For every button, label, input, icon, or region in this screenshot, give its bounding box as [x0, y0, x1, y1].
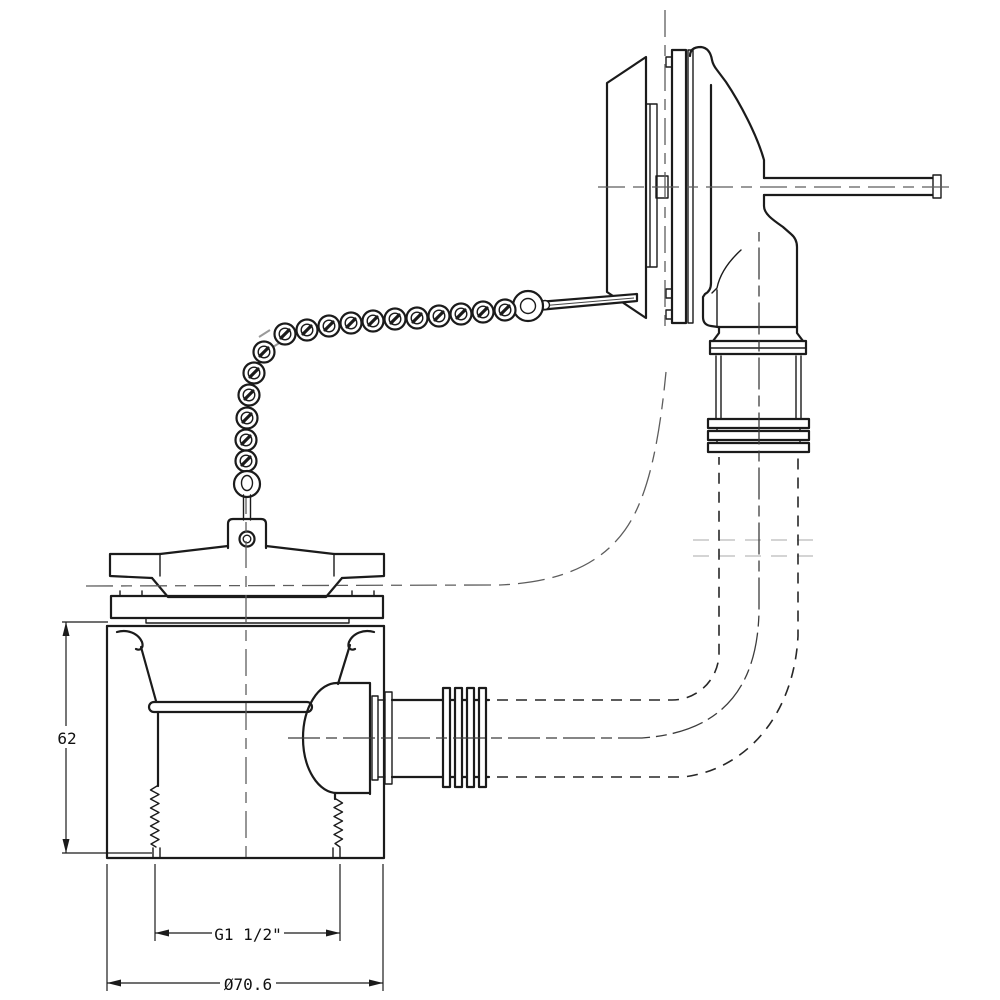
- dim-62-extension-lines: [62, 621, 152, 854]
- faceplate-inner-steps: [645, 103, 658, 268]
- funnel-slope-left: [139, 645, 158, 703]
- overflow-body-top-profile: [688, 45, 766, 180]
- chain-eyelet-top: [511, 289, 551, 323]
- rod-edges: [762, 176, 936, 197]
- chain-eyelet-bottom: [232, 469, 262, 521]
- chain-ball: [492, 297, 518, 323]
- bath-bottom-sweep-line: [85, 371, 667, 587]
- dim-62-arrow-top: [62, 622, 70, 636]
- chain-eyelet-top-hole: [519, 297, 537, 315]
- phantom-pipe-routing: [497, 457, 799, 778]
- pipe-centerline: [288, 232, 760, 739]
- plug-skirt: [150, 576, 344, 599]
- waste-body-outline: [105, 624, 386, 860]
- waste-flange-ticks: [119, 590, 375, 597]
- dim-thread-arrow-right: [326, 929, 340, 937]
- dim-thread-text-plate: [212, 921, 284, 944]
- dimension-thread-size: G1 1/2": [154, 864, 341, 944]
- funnel-curl-right: [347, 629, 376, 651]
- plug: [108, 517, 386, 599]
- chain-ball: [382, 306, 408, 332]
- funnel-slope-right: [336, 643, 352, 686]
- chain-ball: [426, 303, 452, 329]
- plug-lips: [108, 552, 386, 580]
- chain-ball: [251, 339, 277, 365]
- overflow-inner-arc: [711, 249, 742, 294]
- chain-ball: [233, 427, 259, 453]
- plug-screw-outer: [238, 530, 256, 548]
- chain-eyelet-bottom-hole: [240, 474, 254, 492]
- waste-threaded-tail: [149, 710, 344, 859]
- chain-ball: [316, 313, 342, 339]
- overflow-body: [688, 45, 799, 329]
- overflow-body-left-foot: [701, 281, 720, 329]
- dim-62-arrow-bottom: [62, 839, 70, 853]
- outlet-flange-gap-lines: [377, 699, 386, 778]
- dim-diameter-text: Ø70.6: [224, 975, 272, 994]
- funnel-curl-left: [115, 629, 144, 651]
- dim-diameter-arrow-right: [369, 979, 383, 987]
- chain-ball: [234, 405, 260, 431]
- centerlines: [85, 10, 952, 858]
- funnel-seal-bar: [147, 700, 314, 714]
- tailpipe-flare: [711, 325, 805, 343]
- chain-eyelet-stem: [242, 494, 252, 521]
- faint-reference-lines: [693, 539, 813, 557]
- dim-diameter-arrow-left: [107, 979, 121, 987]
- phantom-pipe-inner-wall: [497, 457, 720, 701]
- chain-ball: [294, 317, 320, 343]
- plug-screw-inner: [242, 534, 252, 544]
- rib-gap-walls: [716, 427, 801, 444]
- clamp-tab-bottom-2: [665, 309, 673, 320]
- waste-flange: [109, 590, 385, 624]
- plug-screw: [238, 530, 256, 548]
- clamp-tab-top: [665, 56, 673, 68]
- plug-wings: [158, 544, 336, 556]
- chain-trigger-rod-midline: [539, 297, 635, 307]
- dim-62-text: 62: [57, 729, 76, 748]
- thread-zigzag-left: [149, 785, 160, 848]
- chain-ball: [360, 308, 386, 334]
- dim-diameter-extension-lines: [106, 864, 384, 991]
- chain-ball: [241, 360, 267, 386]
- dim-thread-text: G1 1/2": [214, 925, 281, 944]
- waste-flange-recess: [145, 617, 350, 624]
- tailpipe-walls: [715, 355, 802, 420]
- dim-thread-extension-lines: [154, 864, 341, 941]
- chain-ball: [236, 382, 262, 408]
- chain-ball: [338, 310, 364, 336]
- thread-zigzag-right: [333, 798, 344, 848]
- dim-diameter-text-plate: [220, 971, 276, 994]
- chain: [232, 289, 639, 521]
- overflow-body-right-profile: [762, 193, 799, 329]
- tail-end-walls: [152, 847, 341, 859]
- plug-lip-inner-edges: [159, 553, 335, 577]
- clamp-tab-bottom-1: [665, 288, 673, 299]
- chain-ball: [448, 301, 474, 327]
- chain-ball: [470, 299, 496, 325]
- chain-ball: [404, 305, 430, 331]
- dimension-outer-diameter: Ø70.6: [106, 864, 384, 994]
- chain-ball: [233, 448, 259, 474]
- chain-ball: [272, 321, 298, 347]
- dim-thread-arrow-left: [155, 929, 169, 937]
- phantom-pipe-outer-wall: [497, 457, 799, 778]
- dimension-body-height: 62: [52, 621, 152, 854]
- faceplate-outline: [605, 55, 648, 320]
- plug-boss: [226, 517, 268, 550]
- dim-62-text-plate: [52, 726, 82, 748]
